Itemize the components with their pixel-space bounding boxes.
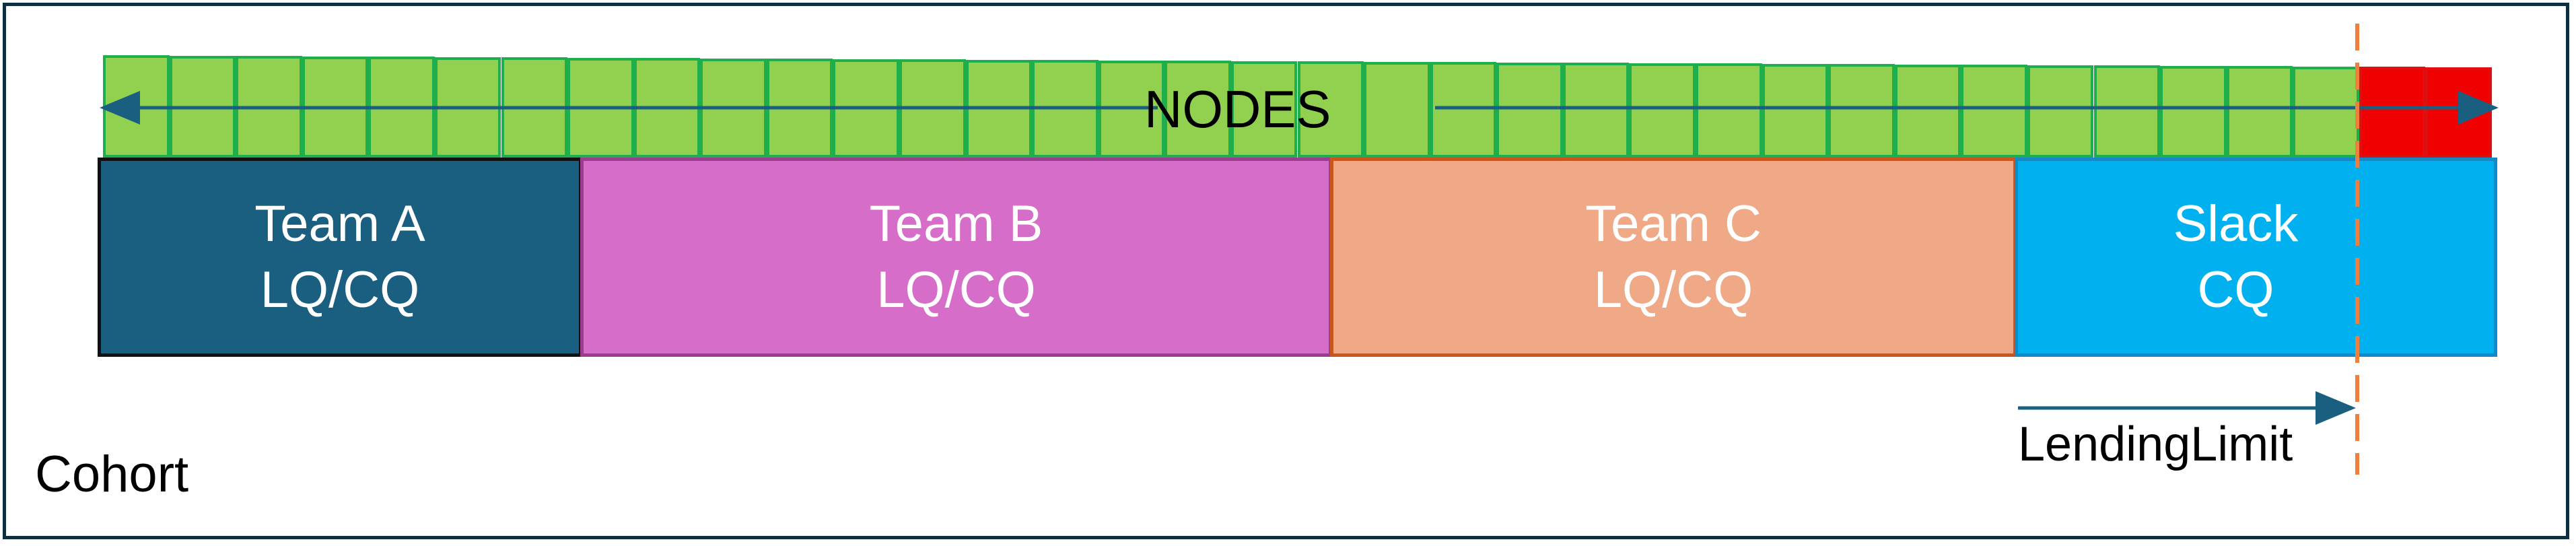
team-b-box: Team B LQ/CQ (580, 158, 1332, 357)
node (1297, 61, 1364, 158)
node (1164, 61, 1231, 158)
node (2093, 65, 2161, 158)
slack-queue: CQ (2197, 261, 2274, 318)
node (2226, 66, 2293, 158)
node (1562, 63, 1630, 158)
team-a-name: Team A (254, 195, 425, 252)
node (1364, 61, 1430, 158)
node (2160, 65, 2227, 158)
node (1430, 62, 1497, 158)
node (1696, 63, 1762, 158)
cohort-label: Cohort (35, 446, 189, 503)
team-a-box: Team A LQ/CQ (98, 158, 582, 357)
team-c-queue: LQ/CQ (1593, 261, 1753, 318)
node (1894, 64, 1961, 158)
lending-limit-label: LendingLimit (2018, 417, 2293, 471)
node (1230, 61, 1298, 158)
team-b-queue: LQ/CQ (876, 261, 1036, 318)
node (1496, 62, 1563, 158)
team-a-queue: LQ/CQ (260, 261, 420, 318)
slack-name: Slack (2173, 195, 2299, 252)
node (1762, 63, 1829, 158)
node-over-limit (2359, 67, 2426, 158)
node (1828, 64, 1895, 158)
node (2027, 65, 2094, 158)
slack-box: Slack CQ (2015, 158, 2497, 357)
cohort-frame (3, 3, 2569, 539)
node (1961, 65, 2027, 158)
team-c-name: Team C (1585, 195, 1762, 252)
node (1629, 63, 1696, 158)
team-b-name: Team B (869, 195, 1043, 252)
